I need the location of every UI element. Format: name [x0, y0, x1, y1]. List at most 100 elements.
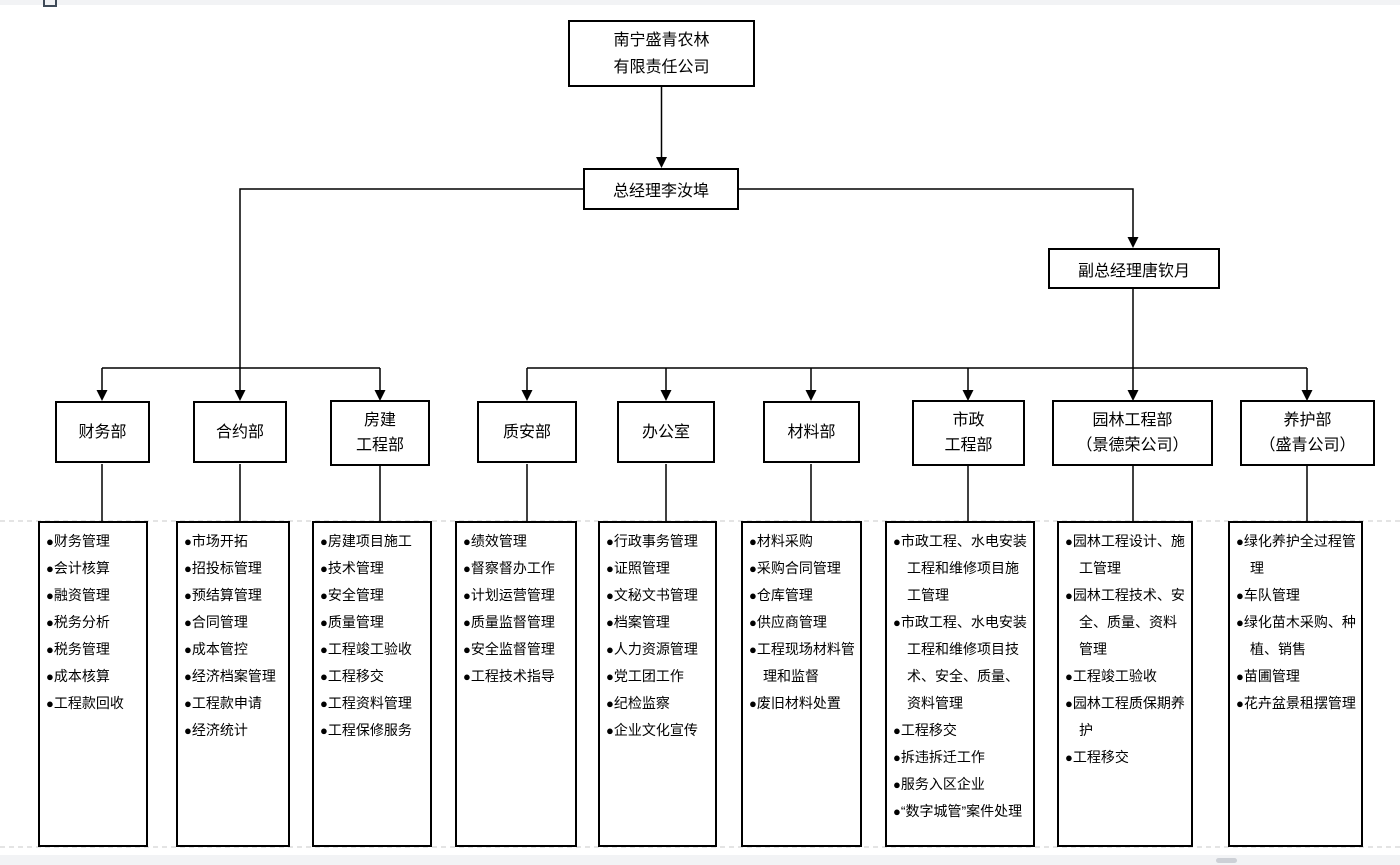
- duty-text: 证照管理: [613, 560, 670, 576]
- bullet-icon: ●: [1236, 588, 1244, 603]
- duty-text: 拆违拆迁工作: [900, 749, 985, 765]
- duty-item: ●车队管理: [1236, 582, 1359, 609]
- duty-item: ●人力资源管理: [606, 636, 713, 663]
- duty-item: ●党工团工作: [606, 663, 713, 690]
- duty-item: ●绿化苗木采购、种植、销售: [1236, 609, 1359, 663]
- duty-item: ●质量监督管理: [463, 609, 573, 636]
- duty-text: 税务管理: [53, 641, 110, 657]
- bullet-icon: ●: [320, 588, 328, 603]
- bullet-icon: ●: [463, 615, 471, 630]
- duty-text: 工程竣工验收: [327, 641, 412, 657]
- duty-text: 质量监督管理: [470, 614, 555, 630]
- dept-box-municipal-engineering: 市政 工程部: [912, 400, 1025, 466]
- duty-text: 服务入区企业: [900, 776, 985, 792]
- duty-item: ●督察督办工作: [463, 555, 573, 582]
- duty-text: 安全管理: [327, 587, 384, 603]
- bullet-icon: ●: [749, 534, 757, 549]
- horizontal-scrollbar-thumb[interactable]: [1216, 858, 1237, 863]
- bullet-icon: ●: [46, 534, 54, 549]
- duty-text: 园林工程设计、施工管理: [1072, 533, 1185, 576]
- dept-box-office: 办公室: [617, 401, 715, 463]
- dept-box-contract: 合约部: [193, 401, 287, 463]
- duty-item: ●房建项目施工: [320, 528, 428, 555]
- duty-item: ●园林工程设计、施工管理: [1065, 528, 1189, 582]
- duty-text: 经济档案管理: [191, 668, 276, 684]
- duty-list-materials: ●材料采购●采购合同管理●仓库管理●供应商管理●工程现场材料管理和监督●废旧材料…: [741, 521, 862, 847]
- bullet-icon: ●: [184, 723, 192, 738]
- duty-list-quality-safety: ●绩效管理●督察督办工作●计划运营管理●质量监督管理●安全监督管理●工程技术指导: [455, 521, 577, 847]
- horizontal-scrollbar-track[interactable]: [0, 855, 1400, 865]
- bullet-icon: ●: [893, 615, 901, 630]
- duty-item: ●质量管理: [320, 609, 428, 636]
- duty-text: 市政工程、水电安装工程和维修项目技术、安全、质量、资料管理: [900, 614, 1027, 711]
- duty-list-office: ●行政事务管理●证照管理●文秘文书管理●档案管理●人力资源管理●党工团工作●纪检…: [598, 521, 717, 847]
- bullet-icon: ●: [463, 588, 471, 603]
- dept-name-line: 质安部: [502, 423, 551, 441]
- bullet-icon: ●: [749, 696, 757, 711]
- dept-name-line: 工程部: [355, 437, 404, 454]
- bullet-icon: ●: [184, 588, 192, 603]
- dept-name-line: 材料部: [787, 423, 836, 441]
- duty-text: 工程款申请: [191, 695, 262, 711]
- duty-list-maintenance: ●绿化养护全过程管理●车队管理●绿化苗木采购、种植、销售●苗圃管理●花卉盆景租摆…: [1228, 521, 1363, 847]
- duty-item: ●成本核算: [46, 663, 144, 690]
- bullet-icon: ●: [184, 615, 192, 630]
- top-chrome-bar: [0, 0, 1400, 5]
- dept-box-landscape-engineering: 园林工程部 （景德荣公司）: [1052, 400, 1213, 466]
- top-toolbar-icon: [43, 0, 57, 7]
- duty-item: ●经济档案管理: [184, 663, 286, 690]
- duty-item: ●合同管理: [184, 609, 286, 636]
- duty-text: 财务管理: [53, 533, 110, 549]
- duty-item: ●工程款申请: [184, 690, 286, 717]
- duty-text: 工程技术指导: [470, 668, 555, 684]
- bullet-icon: ●: [463, 534, 471, 549]
- duty-item: ●安全监督管理: [463, 636, 573, 663]
- bullet-icon: ●: [1236, 534, 1244, 549]
- duty-item: ●工程技术指导: [463, 663, 573, 690]
- arrowheads: [96, 157, 1313, 401]
- duty-item: ●工程竣工验收: [320, 636, 428, 663]
- duty-item: ●拆违拆迁工作: [893, 744, 1031, 771]
- duty-item: ●花卉盆景租摆管理: [1236, 690, 1359, 717]
- deputy-general-manager-label: 副总经理唐钦月: [1077, 262, 1190, 280]
- bullet-icon: ●: [320, 723, 328, 738]
- duty-text: 安全监督管理: [470, 641, 555, 657]
- duty-item: ●绿化养护全过程管理: [1236, 528, 1359, 582]
- duty-text: 园林工程技术、安全、质量、资料管理: [1072, 587, 1185, 657]
- duty-item: ●成本管控: [184, 636, 286, 663]
- duty-text: 企业文化宣传: [613, 722, 698, 738]
- bullet-icon: ●: [463, 642, 471, 657]
- bullet-icon: ●: [606, 696, 614, 711]
- duty-list-municipal-engineering: ●市政工程、水电安装工程和维修项目施工管理●市政工程、水电安装工程和维修项目技术…: [885, 521, 1035, 847]
- bullet-icon: ●: [606, 534, 614, 549]
- duty-item: ●园林工程技术、安全、质量、资料管理: [1065, 582, 1189, 663]
- bullet-icon: ●: [749, 642, 757, 657]
- bullet-icon: ●: [1236, 696, 1244, 711]
- bullet-icon: ●: [46, 615, 54, 630]
- duty-item: ●材料采购: [749, 528, 858, 555]
- duty-item: ●会计核算: [46, 555, 144, 582]
- bullet-icon: ●: [463, 561, 471, 576]
- dept-box-housing-construction: 房建 工程部: [330, 400, 430, 466]
- duty-text: 会计核算: [53, 560, 110, 576]
- duty-text: 仓库管理: [756, 587, 813, 603]
- duty-item: ●行政事务管理: [606, 528, 713, 555]
- duty-item: ●服务入区企业: [893, 771, 1031, 798]
- bullet-icon: ●: [749, 561, 757, 576]
- bullet-icon: ●: [606, 669, 614, 684]
- duty-item: ●园林工程质保期养护: [1065, 690, 1189, 744]
- dept-name-line: 市政: [952, 412, 985, 429]
- dept-name-line: 合约部: [215, 423, 264, 441]
- duty-text: 园林工程质保期养护: [1072, 695, 1185, 738]
- dept-name-line: 办公室: [641, 423, 690, 441]
- duty-list-landscape-engineering: ●园林工程设计、施工管理●园林工程技术、安全、质量、资料管理●工程竣工验收●园林…: [1057, 521, 1193, 847]
- duty-item: ●市政工程、水电安装工程和维修项目技术、安全、质量、资料管理: [893, 609, 1031, 717]
- duty-text: 纪检监察: [613, 695, 670, 711]
- duty-item: ●仓库管理: [749, 582, 858, 609]
- duty-item: ●工程款回收: [46, 690, 144, 717]
- company-name-line2: 有限责任公司: [613, 58, 710, 76]
- duty-text: 档案管理: [613, 614, 670, 630]
- bullet-icon: ●: [893, 777, 901, 792]
- general-manager-box: 总经理李汝埠: [583, 168, 739, 210]
